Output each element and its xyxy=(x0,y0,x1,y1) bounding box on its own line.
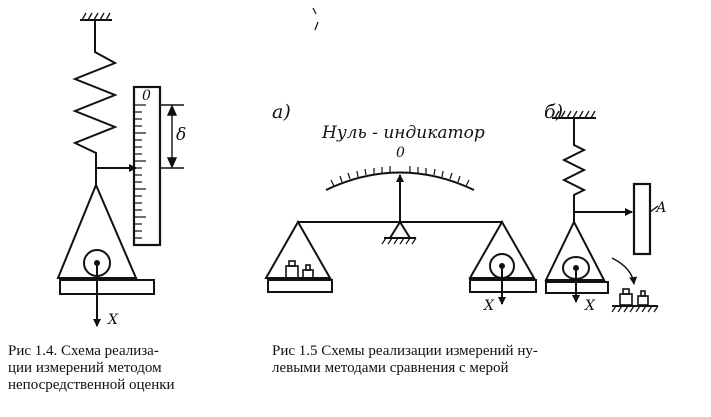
fig14-scale-ticks xyxy=(134,104,146,239)
fig14-pan-base xyxy=(59,279,155,295)
fig15-caption-line-2: левыми методами сравнения с мерой xyxy=(272,360,509,376)
fig14-caption: Рис 1.4. Схема реализа- ции измерений ме… xyxy=(8,343,223,394)
fig15b-x-label: X xyxy=(584,298,596,314)
fig14-caption-line-3: непосредственной оценки xyxy=(8,377,175,393)
fig15a-left-pan-base xyxy=(267,279,333,293)
fig14-scale-zero: 0 xyxy=(142,88,151,104)
fig14-spring xyxy=(72,20,118,168)
fig15-indicator-zero: 0 xyxy=(396,145,405,161)
stray-mark xyxy=(312,7,319,31)
fig15b-scale xyxy=(632,182,652,256)
fig14-delta-dimension xyxy=(160,104,184,169)
fig15-caption-line-1: Рис 1.5 Схемы реализации измерений ну- xyxy=(272,343,538,359)
fig15b-spring xyxy=(561,118,587,212)
fig15-label-b: б) xyxy=(544,101,563,123)
fig14-scale xyxy=(132,85,162,247)
fig14-caption-line-1: Рис 1.4. Схема реализа- xyxy=(8,343,159,359)
fig15a-indicator-ticks xyxy=(330,166,470,187)
fig15b-weights xyxy=(619,288,649,306)
fig15a-weights xyxy=(285,260,314,279)
fig15-caption: Рис 1.5 Схемы реализации измерений ну- л… xyxy=(272,343,692,377)
fig15a-indicator-arc xyxy=(325,171,475,191)
fig14-diagram xyxy=(56,12,184,327)
fig15a-x-label: X xyxy=(483,298,495,314)
fig14-ceiling xyxy=(80,12,112,21)
fig15-label-a: а) xyxy=(272,101,291,123)
fig15a-pivot xyxy=(388,220,412,239)
fig14-caption-line-2: ции измерений методом xyxy=(8,360,162,376)
fig15a-balance xyxy=(264,166,537,305)
fig15b-curved-arrow xyxy=(611,257,638,285)
fig14-delta-label: δ xyxy=(176,125,186,145)
fig14-x-label: X xyxy=(107,312,119,328)
fig15b-device xyxy=(544,110,659,313)
fig15b-pointer-label: А xyxy=(655,200,667,216)
null-indicator-label: Нуль - индикатор xyxy=(321,123,485,143)
